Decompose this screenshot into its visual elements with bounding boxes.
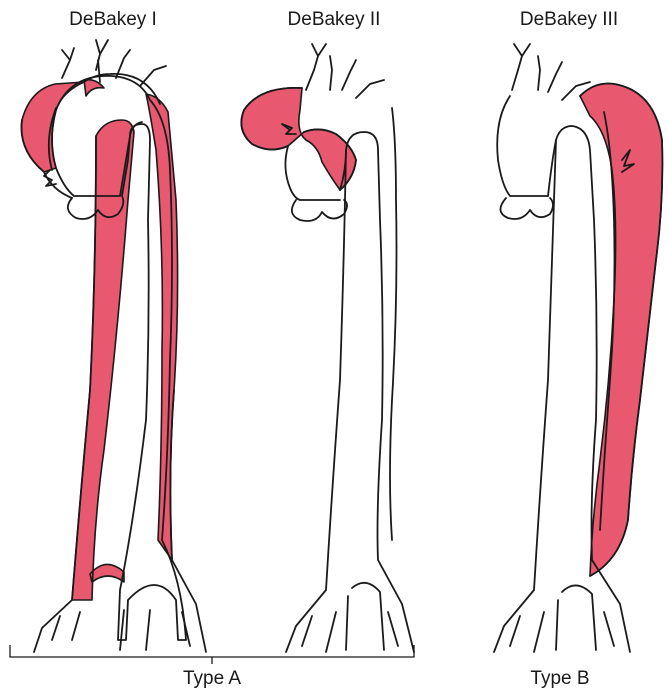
diagram-debakey-i <box>21 40 206 652</box>
debakey-iii-title: DeBakey III <box>520 9 618 31</box>
type-a-bracket <box>10 645 414 664</box>
dissection-region <box>21 80 177 600</box>
debakey-ii-title: DeBakey II <box>288 9 381 31</box>
type-a-label: Type A <box>183 668 241 690</box>
type-b-label: Type B <box>530 668 589 690</box>
diagram-debakey-iii <box>494 44 662 652</box>
dissection-region <box>241 88 356 190</box>
diagram-debakey-ii <box>241 44 414 652</box>
debakey-i-title: DeBakey I <box>69 9 157 31</box>
